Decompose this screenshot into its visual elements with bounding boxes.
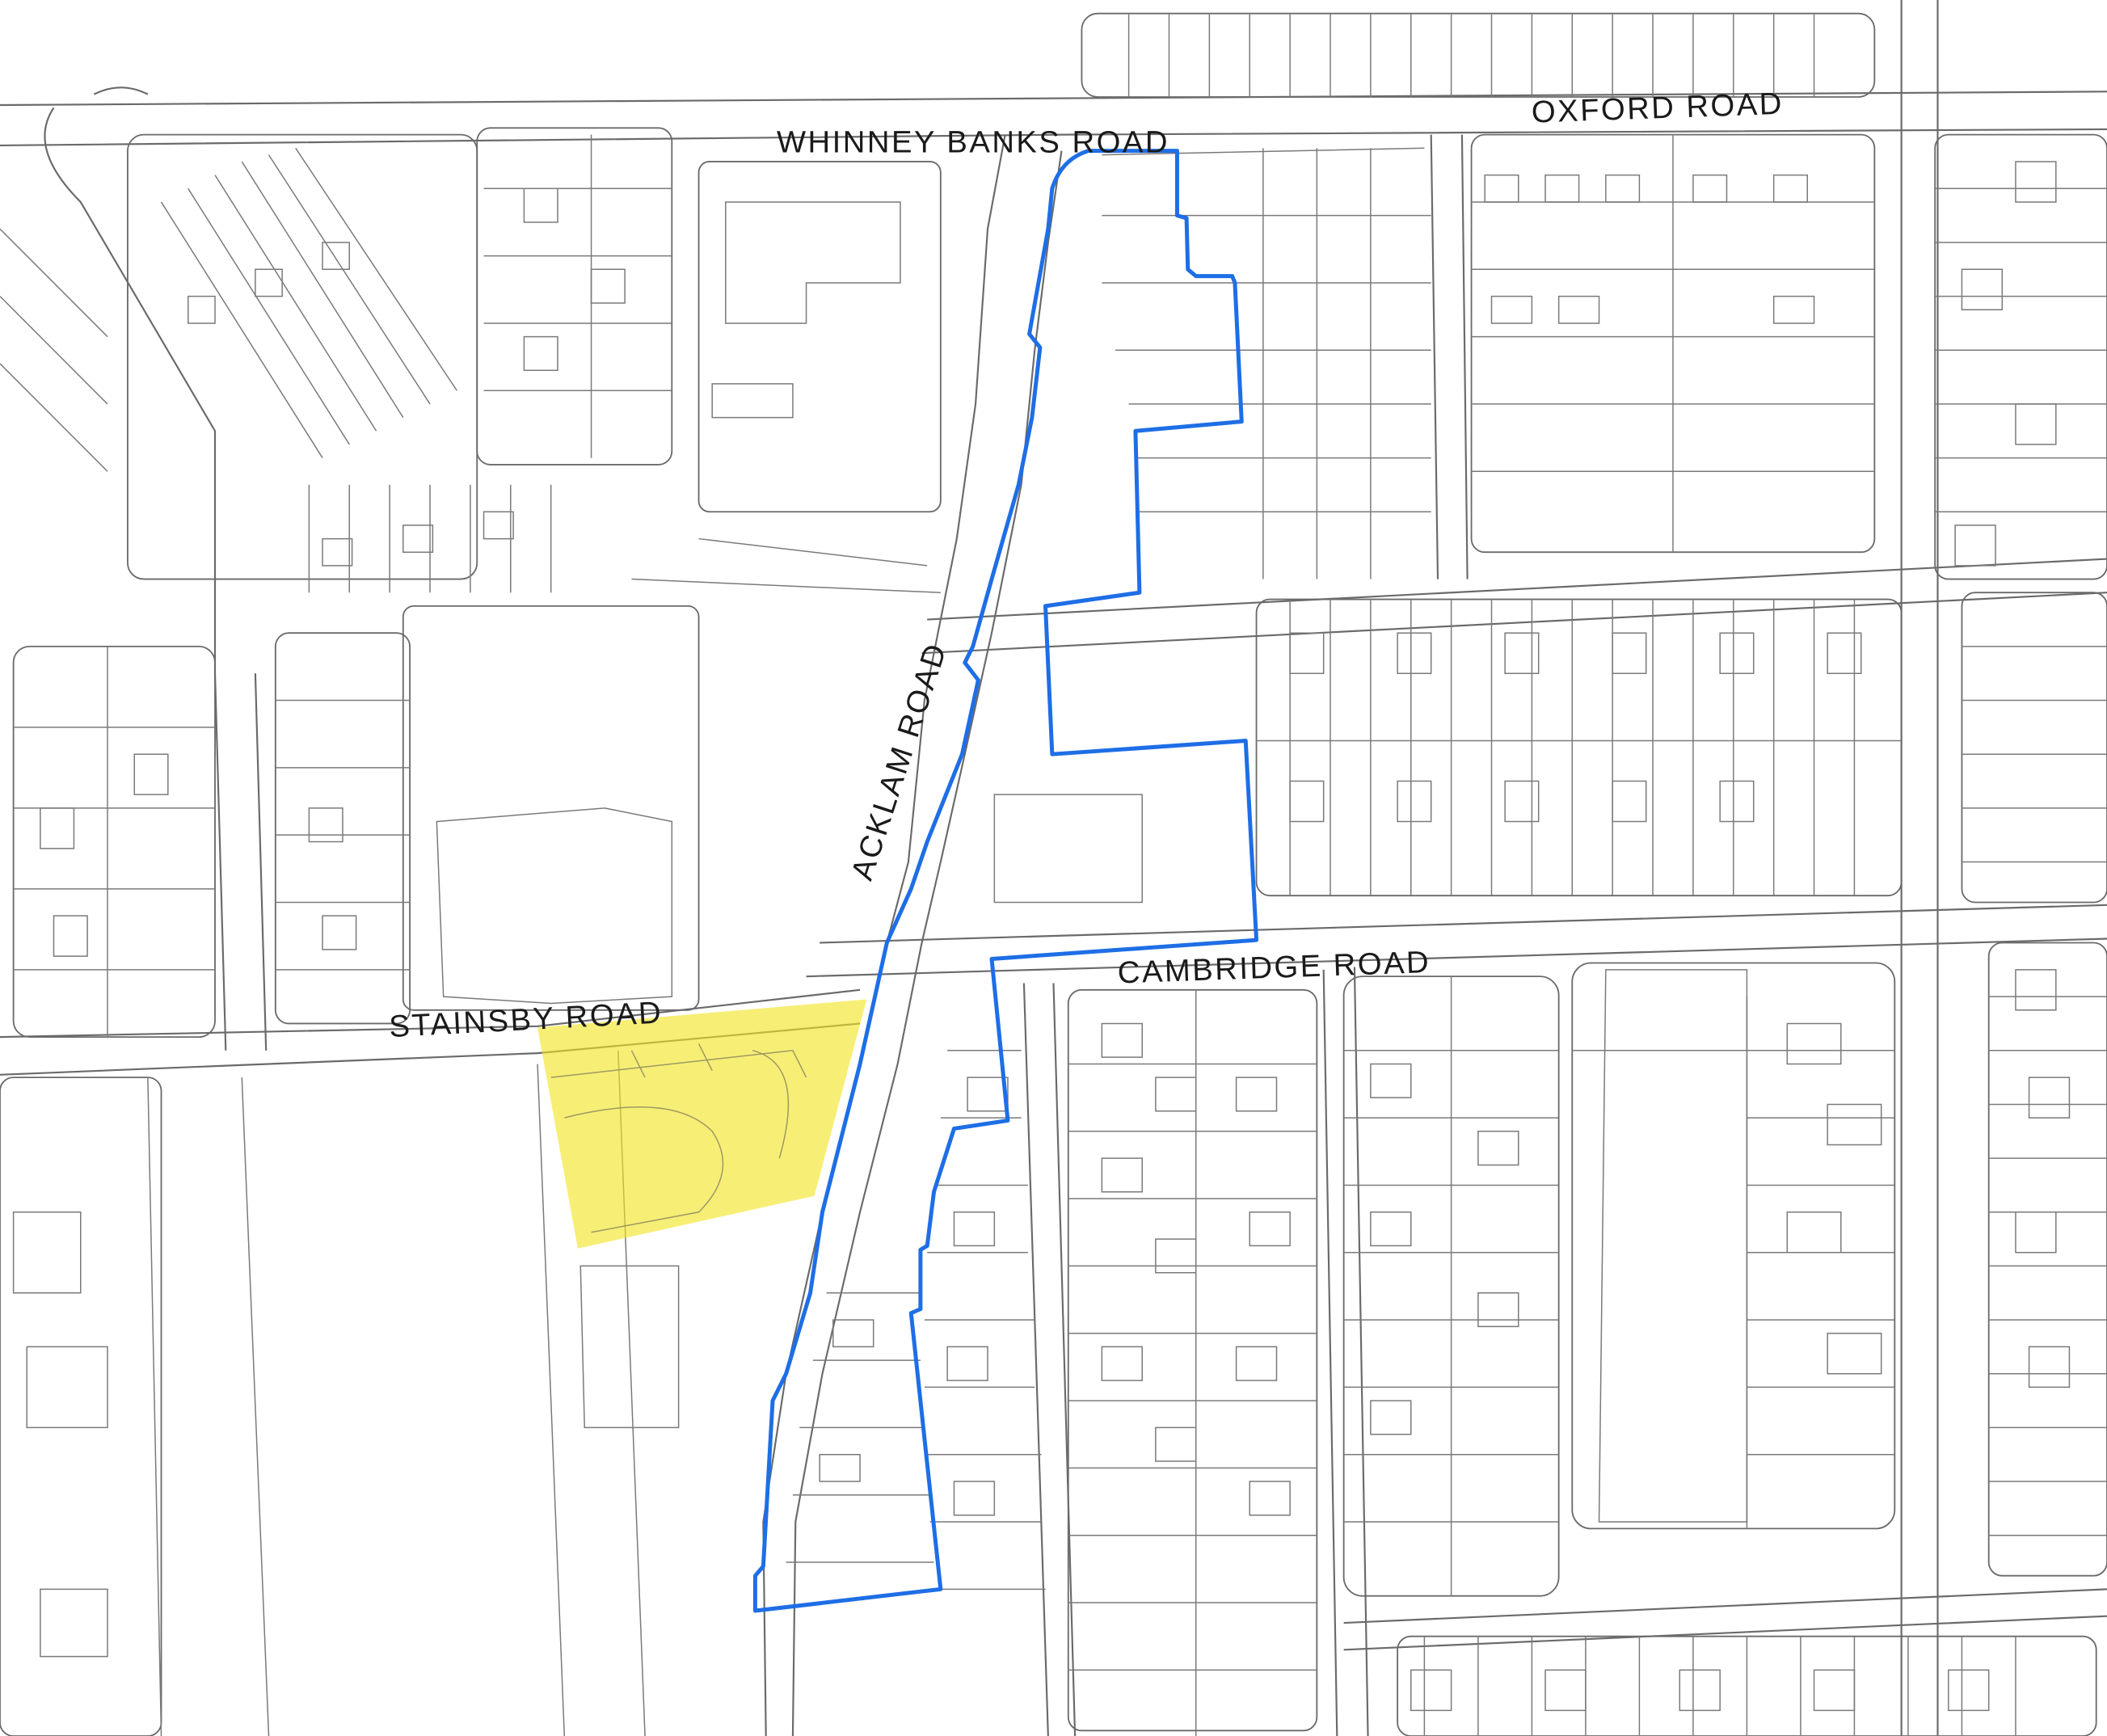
highlighted-area[interactable] <box>537 999 867 1249</box>
site-boundary-outline[interactable] <box>752 149 1259 1613</box>
highlight-area-detail <box>550 1043 807 1233</box>
building-footprints <box>12 161 2071 1712</box>
road-label-whinney-banks: WHINNEY BANKS ROAD <box>777 124 1169 159</box>
